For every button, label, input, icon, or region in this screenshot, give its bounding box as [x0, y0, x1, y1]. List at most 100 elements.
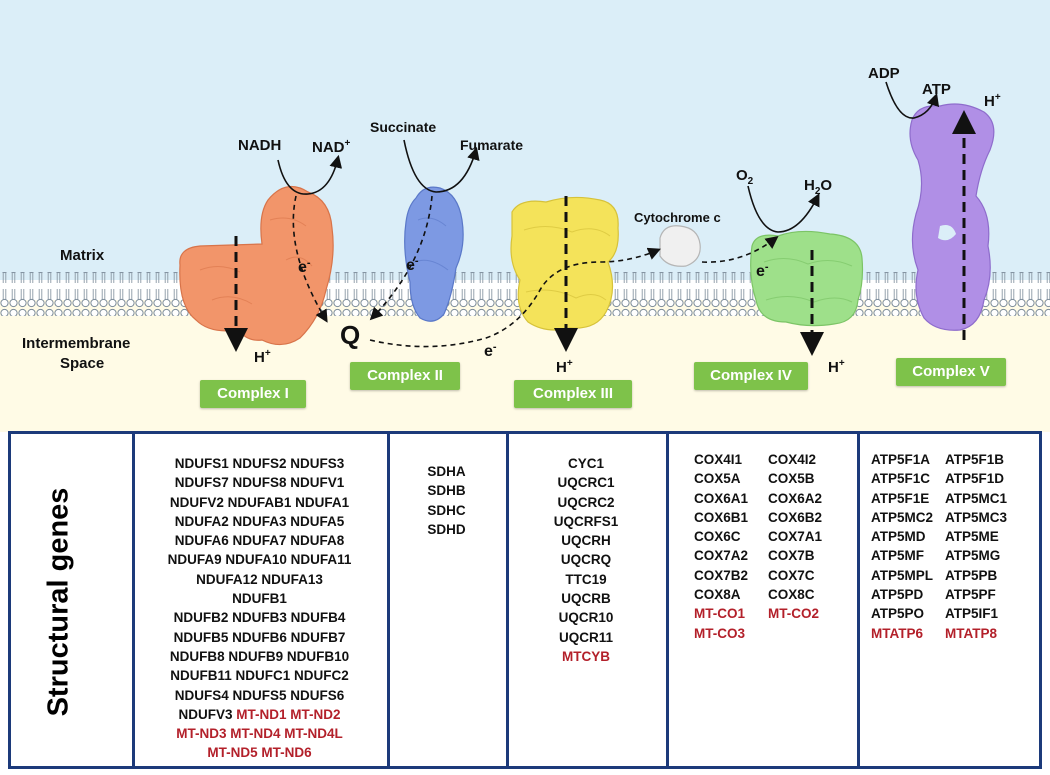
- gene-name: COX7C: [768, 567, 815, 583]
- gene-row: COX7A2 COX7B: [694, 546, 822, 565]
- gene-row: NDUFB11 NDUFC1 NDUFC2: [170, 668, 349, 684]
- gene-row: ATP5F1A ATP5F1B: [871, 450, 1007, 469]
- gene-name: COX5A: [694, 471, 741, 487]
- gene-row: SDHB: [427, 483, 466, 499]
- complex-ii-protein: [404, 186, 464, 322]
- succinate-reaction-arrow: [403, 139, 480, 193]
- ims-label-line1: Intermembrane: [22, 335, 130, 352]
- gene-row: UQCRQ: [560, 552, 612, 568]
- gene-row: UQCRB: [561, 591, 611, 607]
- gene-name: ATP5F1B: [945, 452, 1005, 467]
- complex-v-badge: Complex V: [896, 358, 1006, 386]
- gene-row: SDHC: [427, 502, 466, 518]
- gene-row: NDUFB8 NDUFB9 NDUFB10: [169, 648, 350, 664]
- gene-row: NDUFA2 NDUFA3 NDUFA5: [174, 513, 345, 529]
- adp-label: ADP: [868, 65, 900, 82]
- succinate-label: Succinate: [370, 119, 436, 135]
- electron-path-cyt-c-to-iv: [701, 236, 779, 263]
- mito-gene-row: MT-CO3: [694, 624, 822, 643]
- etc-diagram: Matrix Intermembrane Space: [0, 0, 1050, 432]
- gene-name: ATP5MC3: [945, 509, 1008, 525]
- proton-label-iv: H+: [828, 358, 845, 376]
- electron-label-ii: e-: [406, 255, 419, 274]
- gene-row: COX5A COX5B: [694, 469, 822, 488]
- gene-name: ATP5MC2: [871, 509, 934, 525]
- intermembrane-region: [0, 300, 1050, 432]
- proton-label-i: H+: [254, 348, 271, 366]
- gene-name: COX4I1: [694, 452, 743, 467]
- gene-row: NDUFA9 NDUFA10 NDUFA11: [167, 552, 352, 568]
- gene-name: COX6A2: [768, 490, 823, 506]
- gene-name: COX7B: [768, 548, 815, 564]
- cytochrome-c-label: Cytochrome c: [634, 210, 721, 225]
- gene-row: UQCRH: [561, 533, 611, 549]
- gene-name: COX7B2: [694, 567, 749, 583]
- proton-label-iii: H+: [556, 358, 573, 376]
- gene-name: MTATP8: [945, 625, 997, 641]
- gene-row: CYC1: [567, 456, 604, 471]
- ubiquinone-label: Q: [340, 320, 360, 350]
- gene-row: NDUFB5 NDUFB6 NDUFB7: [173, 629, 346, 645]
- gene-name: ATP5MF: [871, 548, 924, 564]
- oxygen-reaction-arrow: [747, 185, 820, 233]
- complex-iii-badge: Complex III: [514, 380, 632, 408]
- cytochrome-c-protein: [659, 225, 701, 267]
- electron-label-i: e-: [298, 257, 311, 276]
- gene-name: COX6B2: [768, 509, 823, 525]
- h2o-label: H2O: [804, 177, 832, 197]
- o2-label: O2: [736, 167, 754, 187]
- gene-name: ATP5F1A: [871, 452, 931, 467]
- gene-name: NDUFV3: [178, 706, 237, 722]
- gene-name: COX7A1: [768, 529, 823, 545]
- fumarate-label: Fumarate: [460, 137, 523, 153]
- gene-name: ATP5MG: [945, 548, 1001, 564]
- gene-name: ATP5PF: [945, 587, 996, 603]
- label-column: Structural genes: [11, 434, 135, 766]
- gene-name: MTATP6: [871, 625, 923, 641]
- gene-name: ATP5MD: [871, 529, 926, 545]
- electron-path-q-to-iii: [369, 247, 661, 348]
- gene-row: NDUFV2 NDUFAB1 NDUFA1: [169, 494, 350, 510]
- gene-row: NDUFS7 NDUFS8 NDUFV1: [174, 475, 345, 491]
- complex-i-protein: [179, 185, 334, 346]
- gene-name: ATP5F1E: [871, 490, 930, 506]
- gene-name: MT-CO2: [768, 606, 820, 622]
- complex-v-protein: [909, 103, 995, 331]
- complex-iv-protein: [750, 230, 864, 327]
- electron-path-complex-ii: [369, 195, 433, 321]
- gene-row: ATP5MF ATP5MG: [871, 546, 1007, 565]
- gene-name: ATP5PD: [871, 587, 924, 603]
- gene-name: MT-CO1: [694, 606, 746, 622]
- gene-name: ATP5F1D: [945, 471, 1005, 487]
- gene-name: ATP5PB: [945, 567, 998, 583]
- gene-name: COX5B: [768, 471, 815, 487]
- gene-row: NDUFA6 NDUFA7 NDUFA8: [174, 533, 345, 549]
- gene-row: SDHA: [427, 464, 466, 479]
- gene-row: NDUFA12 NDUFA13: [196, 571, 323, 587]
- gene-name: COX4I2: [768, 452, 817, 467]
- nad-label: NAD+: [312, 138, 351, 156]
- gene-name: COX7A2: [694, 548, 749, 564]
- gene-name: COX6A1: [694, 490, 749, 506]
- nadh-reaction-arrow: [277, 154, 343, 195]
- gene-row: NDUFV3 MT-ND1 MT-ND2: [132, 705, 387, 724]
- gene-name: COX8A: [694, 587, 741, 603]
- gene-row: UQCRFS1: [553, 513, 619, 529]
- matrix-label: Matrix: [60, 247, 105, 264]
- gene-row: ATP5MC2 ATP5MC3: [871, 508, 1007, 527]
- mito-gene-row: MT-ND5 MT-ND6: [207, 745, 312, 761]
- gene-row: COX4I1 COX4I2: [694, 450, 822, 469]
- gene-row: UQCR10: [558, 610, 614, 626]
- adp-reaction-arrow: [885, 81, 940, 119]
